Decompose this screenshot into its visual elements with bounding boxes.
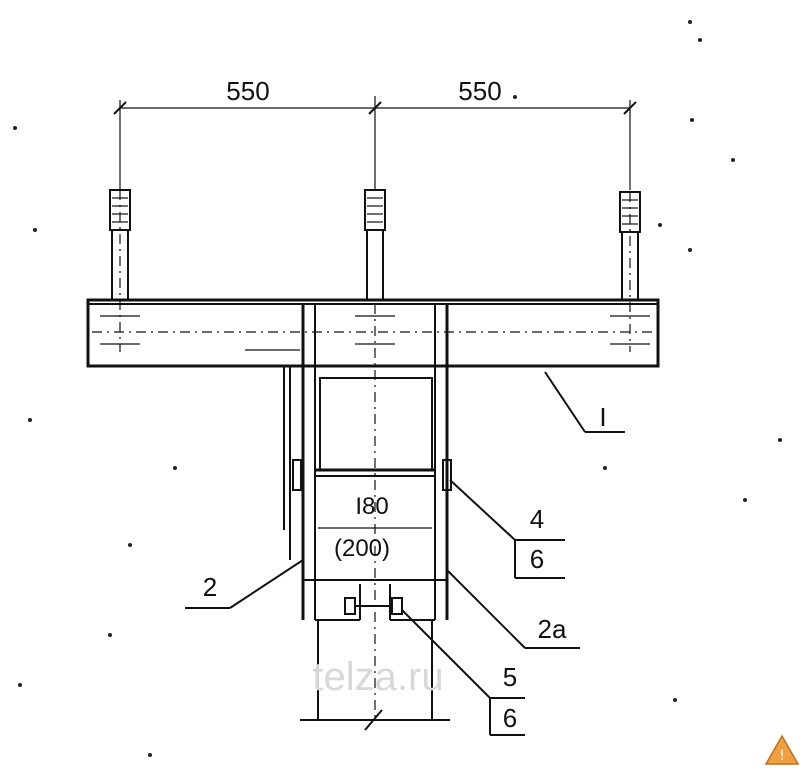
callout-part-5: 5 [503, 662, 517, 692]
right-span-dimension: 550 [458, 76, 501, 106]
warning-triangle-icon: ! [764, 734, 800, 765]
insulator-pin-right [619, 191, 641, 352]
bracket-assembly [283, 304, 452, 720]
callout-part-4-sheet: 6 [530, 544, 544, 574]
callout-part-5-sheet: 6 [503, 703, 517, 733]
insulator-pin-left [109, 189, 131, 352]
left-span-dimension: 550 [226, 76, 269, 106]
pole-stub [300, 620, 450, 731]
leader-lines [185, 371, 625, 736]
inner-width-dimension: I80 [355, 493, 388, 520]
svg-text:!: ! [779, 748, 785, 764]
callout-part-4: 4 [530, 504, 544, 534]
callout-part-2a: 2a [538, 614, 567, 644]
inner-width-alt-dimension: (200) [334, 535, 390, 562]
watermark-text: telza.ru [312, 655, 443, 699]
cross-arm-beam [86, 298, 660, 368]
callout-part-2: 2 [203, 572, 217, 602]
callout-part-1: I [599, 402, 606, 432]
dimension-line [113, 96, 637, 190]
insulator-pin-center [364, 189, 386, 300]
scan-speckles [13, 20, 782, 757]
